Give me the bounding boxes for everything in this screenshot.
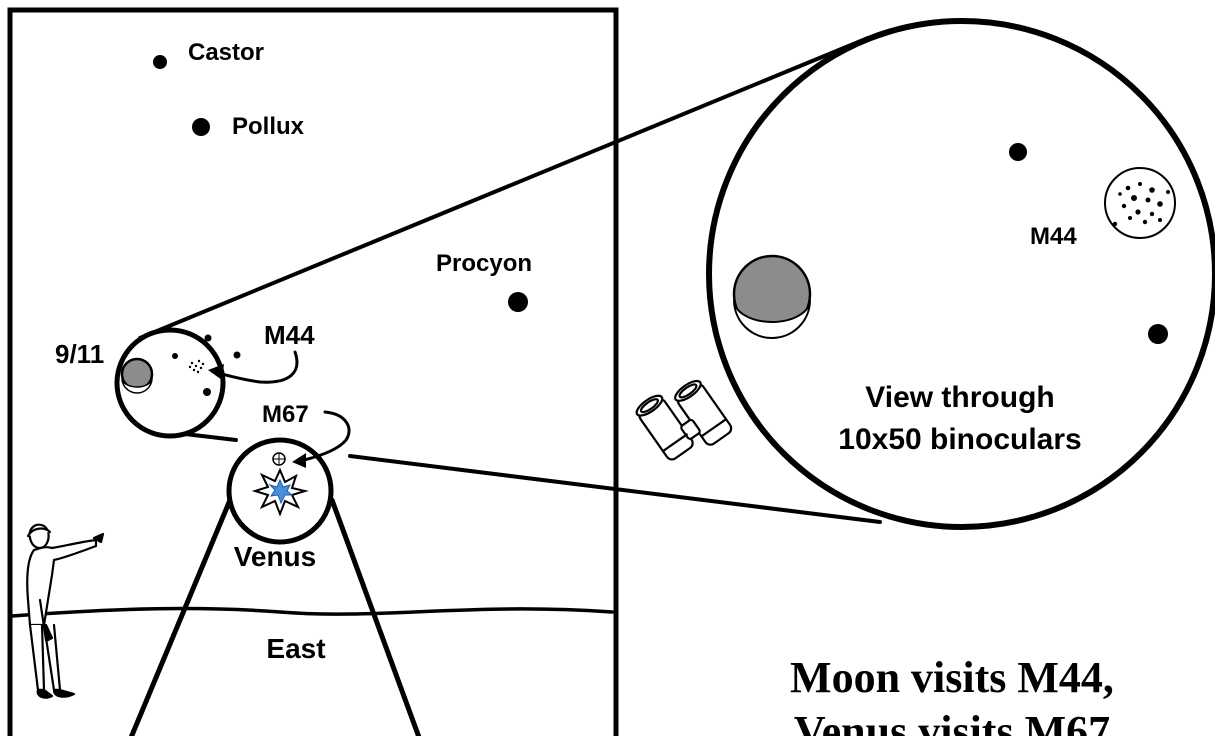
date-label: 9/11 xyxy=(55,339,104,369)
field-star-2 xyxy=(172,353,178,359)
binocular-view-circle xyxy=(706,18,1215,530)
sky-frame xyxy=(7,7,619,736)
pollux-label: Pollux xyxy=(232,113,305,140)
castor-label: Castor xyxy=(188,39,264,66)
person-pointing-icon xyxy=(26,523,105,699)
view-title-line1: View through xyxy=(865,381,1054,414)
m44-sky-label: M44 xyxy=(264,320,315,350)
moon-field-circle xyxy=(114,327,226,439)
venus-cone-right xyxy=(329,497,422,736)
caption-line1: Moon visits M44, xyxy=(790,653,1114,702)
view-title-line2: 10x50 binoculars xyxy=(838,423,1081,456)
venus-cone-left xyxy=(128,497,233,736)
field-star-3 xyxy=(233,351,241,359)
caption-line2: Venus visits M67 xyxy=(794,707,1110,736)
m44-small-cluster xyxy=(188,359,205,374)
m44-sky-arrow xyxy=(216,350,299,384)
venus-core xyxy=(268,478,294,505)
castor-star xyxy=(153,55,167,69)
field-star-4 xyxy=(203,388,211,396)
m44-sky-arrowhead xyxy=(208,364,224,380)
m44-view-cluster xyxy=(1104,167,1176,239)
procyon-star xyxy=(508,292,528,312)
zoom-line-bottom-right xyxy=(348,454,882,524)
pollux-star xyxy=(192,118,210,136)
venus-label: Venus xyxy=(234,541,316,572)
east-label: East xyxy=(266,633,325,664)
zoom-line-top xyxy=(138,36,870,340)
view-moon-shadow xyxy=(733,299,811,339)
view-star-1 xyxy=(1009,143,1027,161)
binoculars-icon xyxy=(635,379,733,461)
moon-small-shadow xyxy=(121,377,153,394)
field-star-1 xyxy=(204,334,212,342)
m44-view-label: M44 xyxy=(1030,223,1077,250)
procyon-label: Procyon xyxy=(436,250,532,277)
horizon-line xyxy=(10,606,614,618)
m67-arrow xyxy=(302,410,351,462)
m67-arrowhead xyxy=(292,453,306,468)
view-star-2 xyxy=(1148,324,1168,344)
m67-label: M67 xyxy=(262,401,309,428)
